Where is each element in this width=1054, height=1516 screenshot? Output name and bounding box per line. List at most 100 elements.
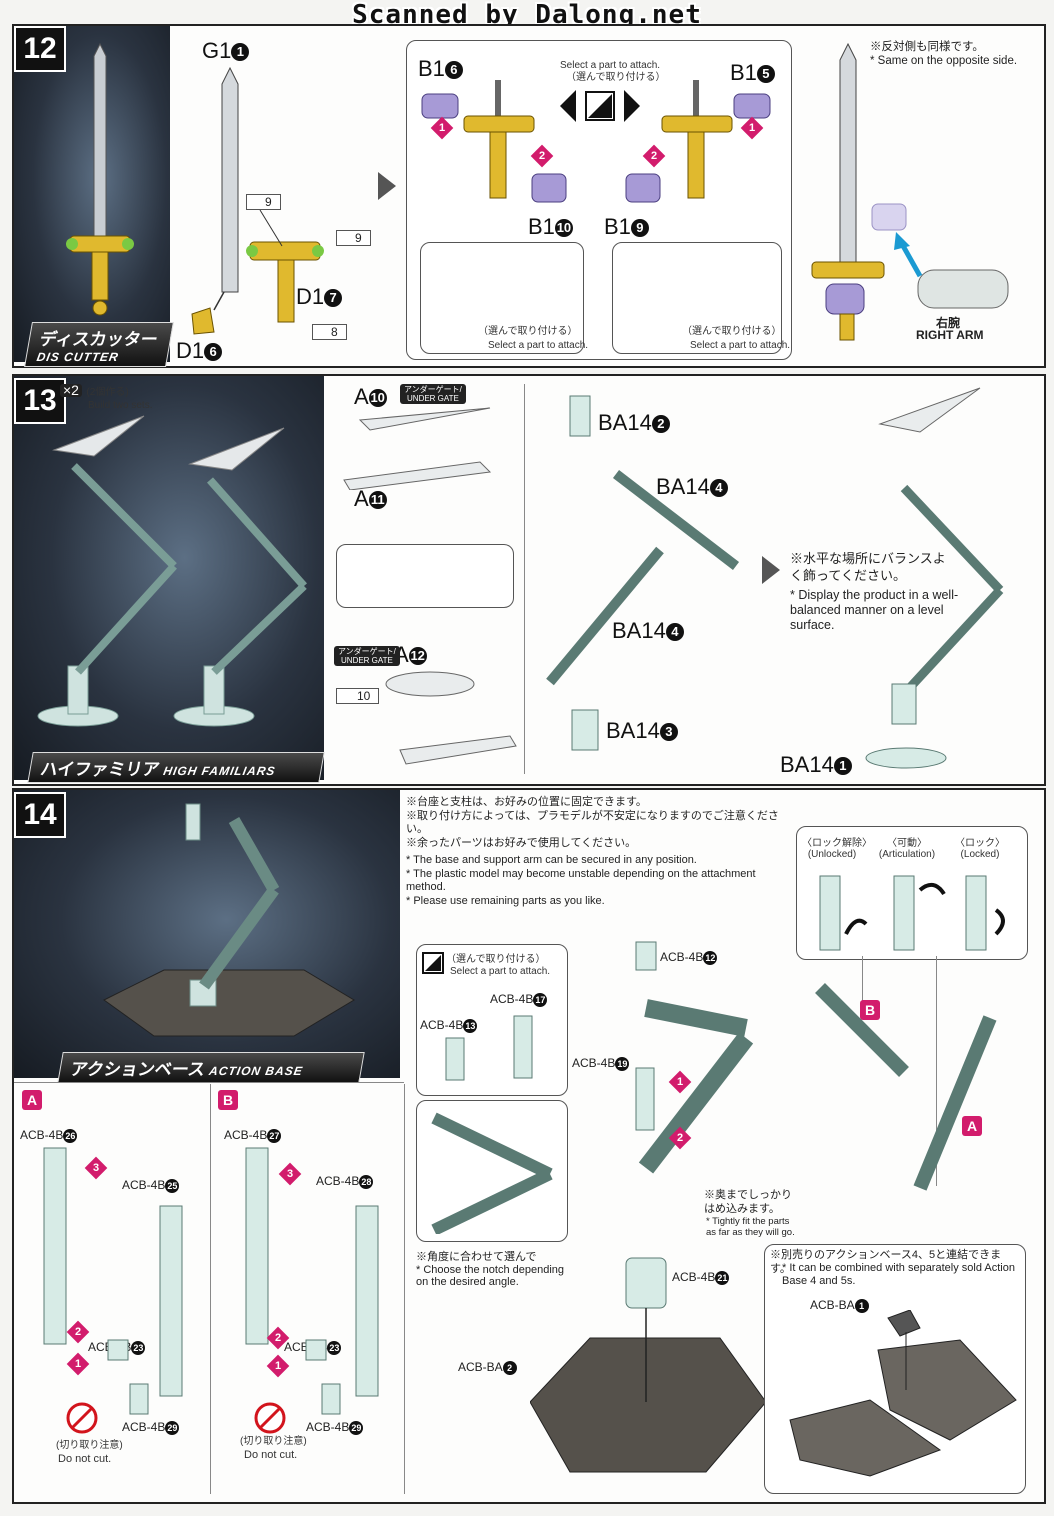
variant-b-label: B	[218, 1090, 238, 1110]
notch-detail-diagram	[431, 1112, 553, 1234]
under-gate-tag-b: アンダーゲート/UNDER GATE	[334, 646, 400, 666]
dis-cutter-illustration	[66, 42, 134, 316]
caption-en: ACTION BASE	[207, 1064, 305, 1078]
note-en-1: * The base and support arm can be secure…	[406, 854, 697, 866]
step-14-number: 14	[14, 792, 66, 838]
lock-state-unlocked: 〈ロック解除〉(Unlocked)	[802, 838, 872, 860]
divider	[524, 384, 525, 774]
opposite-side-note-en: * Same on the opposite side.	[870, 55, 1018, 67]
select-hint-en: Select a part to attach.	[560, 60, 661, 71]
tight-fit-note-en: * Tightly fit the parts as far as they w…	[706, 1216, 795, 1238]
do-not-cut-icon	[254, 1402, 286, 1434]
divider	[404, 1084, 405, 1494]
angle-note-en: * Choose the notch depending on the desi…	[416, 1264, 565, 1288]
times-two-jp: (2個作る)	[86, 387, 129, 398]
step-14-caption: アクションベース ACTION BASE	[57, 1052, 365, 1083]
step-12-preview	[14, 26, 170, 362]
gate-mark-10: 10	[336, 688, 380, 704]
tight-fit-note-jp: ※奥までしっかりはめ込みます。	[704, 1189, 792, 1215]
ba14-arm-diagram	[546, 395, 740, 751]
do-not-cut-en-a: Do not cut.	[58, 1453, 112, 1465]
option-a-jp: （選んで取り付ける）	[478, 326, 578, 337]
caption-en: HIGH FAMILIARS	[162, 764, 277, 778]
divider	[210, 1084, 211, 1494]
step-13-number: 13	[14, 378, 66, 424]
hand-attach-diagram	[421, 80, 771, 203]
lock-state-locked: 〈ロック〉(Locked)	[955, 838, 1005, 860]
sword-parts-diagram	[191, 66, 324, 335]
arm-a-b-diagram	[815, 983, 997, 1191]
a12-assembly-diagram	[385, 671, 517, 765]
step-arrow	[378, 172, 396, 200]
do-not-cut-en-b: Do not cut.	[244, 1449, 298, 1461]
select-hint-jp: （選んで取り付ける）	[566, 72, 666, 83]
do-not-cut-icon	[66, 1402, 98, 1434]
display-note-jp: ※水平な場所にバランスよく飾ってください。	[790, 551, 946, 583]
gate-mark-9a: 9	[246, 194, 281, 210]
caption-jp: ハイファミリア	[38, 760, 161, 779]
select-part-icon	[422, 952, 444, 974]
do-not-cut-jp-a: (切り取り注意)	[56, 1440, 123, 1451]
caption-jp: アクションベース	[68, 1060, 207, 1079]
variant-a-diagram	[43, 1147, 183, 1415]
arm-b-label: B	[860, 1000, 880, 1020]
step-13-preview	[14, 376, 324, 780]
lock-mechanism-diagram	[819, 875, 1005, 951]
assembled-familiar-diagram	[865, 387, 1004, 769]
right-arm-en: RIGHT ARM	[916, 328, 984, 342]
option-b-box	[612, 242, 782, 354]
option-a-en: Select a part to attach.	[488, 340, 589, 351]
step-14-preview	[14, 790, 400, 1078]
under-gate-tag-a: アンダーゲート/UNDER GATE	[400, 384, 466, 404]
arm-a-label: A	[962, 1116, 982, 1136]
variant-a-label: A	[22, 1090, 42, 1110]
do-not-cut-jp-b: (切り取り注意)	[240, 1436, 307, 1447]
angle-note-jp: ※角度に合わせて選んで	[416, 1251, 537, 1263]
note-jp-2: ※取り付け方によっては、プラモデルが不安定になりますのでご注意ください。	[406, 809, 779, 836]
times-two-en: Build two sets.	[88, 400, 153, 411]
gate-mark-9b: 9	[336, 230, 371, 246]
note-en-2: * The plastic model may become unstable …	[406, 867, 756, 894]
variant-b-diagram	[245, 1147, 379, 1415]
step-12-caption: ディスカッター DIS CUTTER	[24, 322, 174, 367]
combine-note-en: * It can be combined with separately sol…	[782, 1262, 1015, 1287]
action-base-illustration	[103, 803, 355, 1037]
joint-parts-diagram	[445, 1015, 533, 1081]
caption-jp: ディスカッター	[38, 330, 160, 349]
step-14-notes: ※台座と支柱は、お好みの位置に固定できます。 ※取り付け方によっては、プラモデル…	[406, 796, 796, 908]
lock-state-articulation: 〈可動〉(Articulation)	[878, 838, 936, 860]
opposite-side-note-jp: ※反対側も同様です。	[870, 41, 984, 53]
times-two: ×2	[60, 383, 82, 397]
high-familiars-illustration	[37, 415, 307, 727]
step-12-number: 12	[14, 26, 66, 72]
note-en-3: * Please use remaining parts as you like…	[406, 894, 605, 907]
a-parts-diagram	[343, 407, 492, 490]
action-base-arm-diagram	[635, 941, 754, 1174]
divider	[936, 956, 937, 1186]
note-jp-3: ※余ったパーツはお好みで使用してください。	[406, 836, 637, 849]
display-note-en: * Display the product in a well-balanced…	[790, 588, 959, 632]
